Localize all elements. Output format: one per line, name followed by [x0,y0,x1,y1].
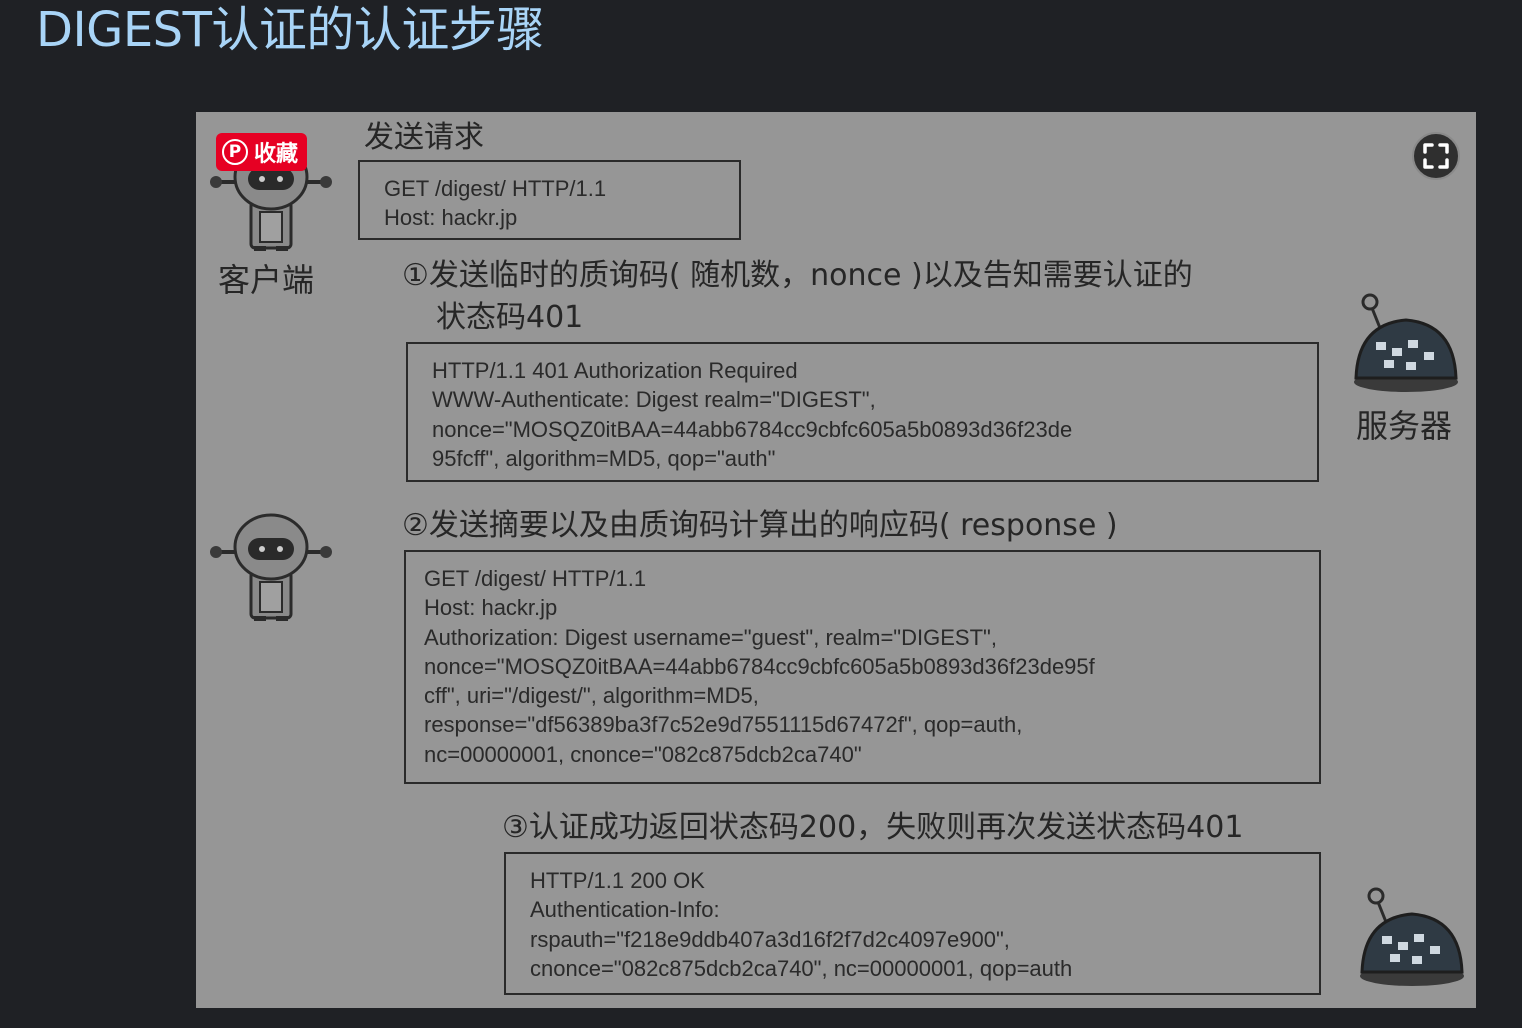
step1-caption-line1: ①发送临时的质询码( 随机数，nonce )以及告知需要认证的 [402,258,1193,293]
step0-caption: 发送请求 [364,120,484,155]
code-line: HTTP/1.1 401 Authorization Required [432,358,798,383]
code-line: nonce="MOSQZ0itBAA=44abb6784cc9cbfc605a5… [424,653,1095,679]
code-line: rspauth="f218e9ddb407a3d16f2f7d2c4097e90… [530,926,1010,952]
pinterest-save-button[interactable]: P 收藏 [216,133,308,171]
code-line: nc=00000001, cnonce="082c875dcb2ca740" [424,741,862,767]
step3-caption: ③认证成功返回状态码200，失败则再次发送状态码401 [502,810,1244,845]
code-line: cff", uri="/digest/", algorithm=MD5, [424,683,759,709]
code-line: cnonce="082c875dcb2ca740", nc=00000001, … [530,955,1073,981]
code-line: 95fcff", algorithm=MD5, qop="auth" [432,445,776,471]
code-line: Authentication-Info: [530,897,720,923]
step1-response-box: HTTP/1.1 401 Authorization Required WWW-… [406,342,1319,482]
code-line: GET /digest/ HTTP/1.1 [384,176,607,201]
pinterest-icon: P [222,139,248,165]
step3-response-box: HTTP/1.1 200 OK Authentication-Info: rsp… [504,852,1321,995]
server-robot-icon [1354,293,1458,392]
code-line: WWW-Authenticate: Digest realm="DIGEST", [432,387,876,413]
step2-caption: ②发送摘要以及由质询码计算出的响应码( response ) [402,508,1118,543]
code-line: Authorization: Digest username="guest", … [424,624,997,650]
code-line: nonce="MOSQZ0itBAA=44abb6784cc9cbfc605a5… [432,416,1073,442]
client-label: 客户端 [218,261,315,299]
code-line: GET /digest/ HTTP/1.1 [424,566,647,591]
server-robot-icon [1360,887,1464,986]
client-robot-icon [210,513,332,621]
pinterest-save-label: 收藏 [254,142,299,167]
expand-icon [1423,143,1449,169]
digest-auth-diagram: 客户端 发送请求 GET /digest/ HTTP/1.1 Host: hac… [196,112,1476,1008]
code-line: HTTP/1.1 200 OK [530,868,705,893]
code-line: Host: hackr.jp [384,205,518,231]
page-title: DIGEST认证的认证步骤 [36,2,544,58]
step2-request-box: GET /digest/ HTTP/1.1 Host: hackr.jp Aut… [404,550,1321,784]
server-label: 服务器 [1356,407,1453,445]
expand-image-button[interactable] [1412,132,1460,180]
step0-request-box: GET /digest/ HTTP/1.1 Host: hackr.jp [358,160,741,240]
code-line: response="df56389ba3f7c52e9d7551115d6747… [424,712,1023,738]
step1-caption-line2: 状态码401 [436,300,584,335]
code-line: Host: hackr.jp [424,595,558,621]
